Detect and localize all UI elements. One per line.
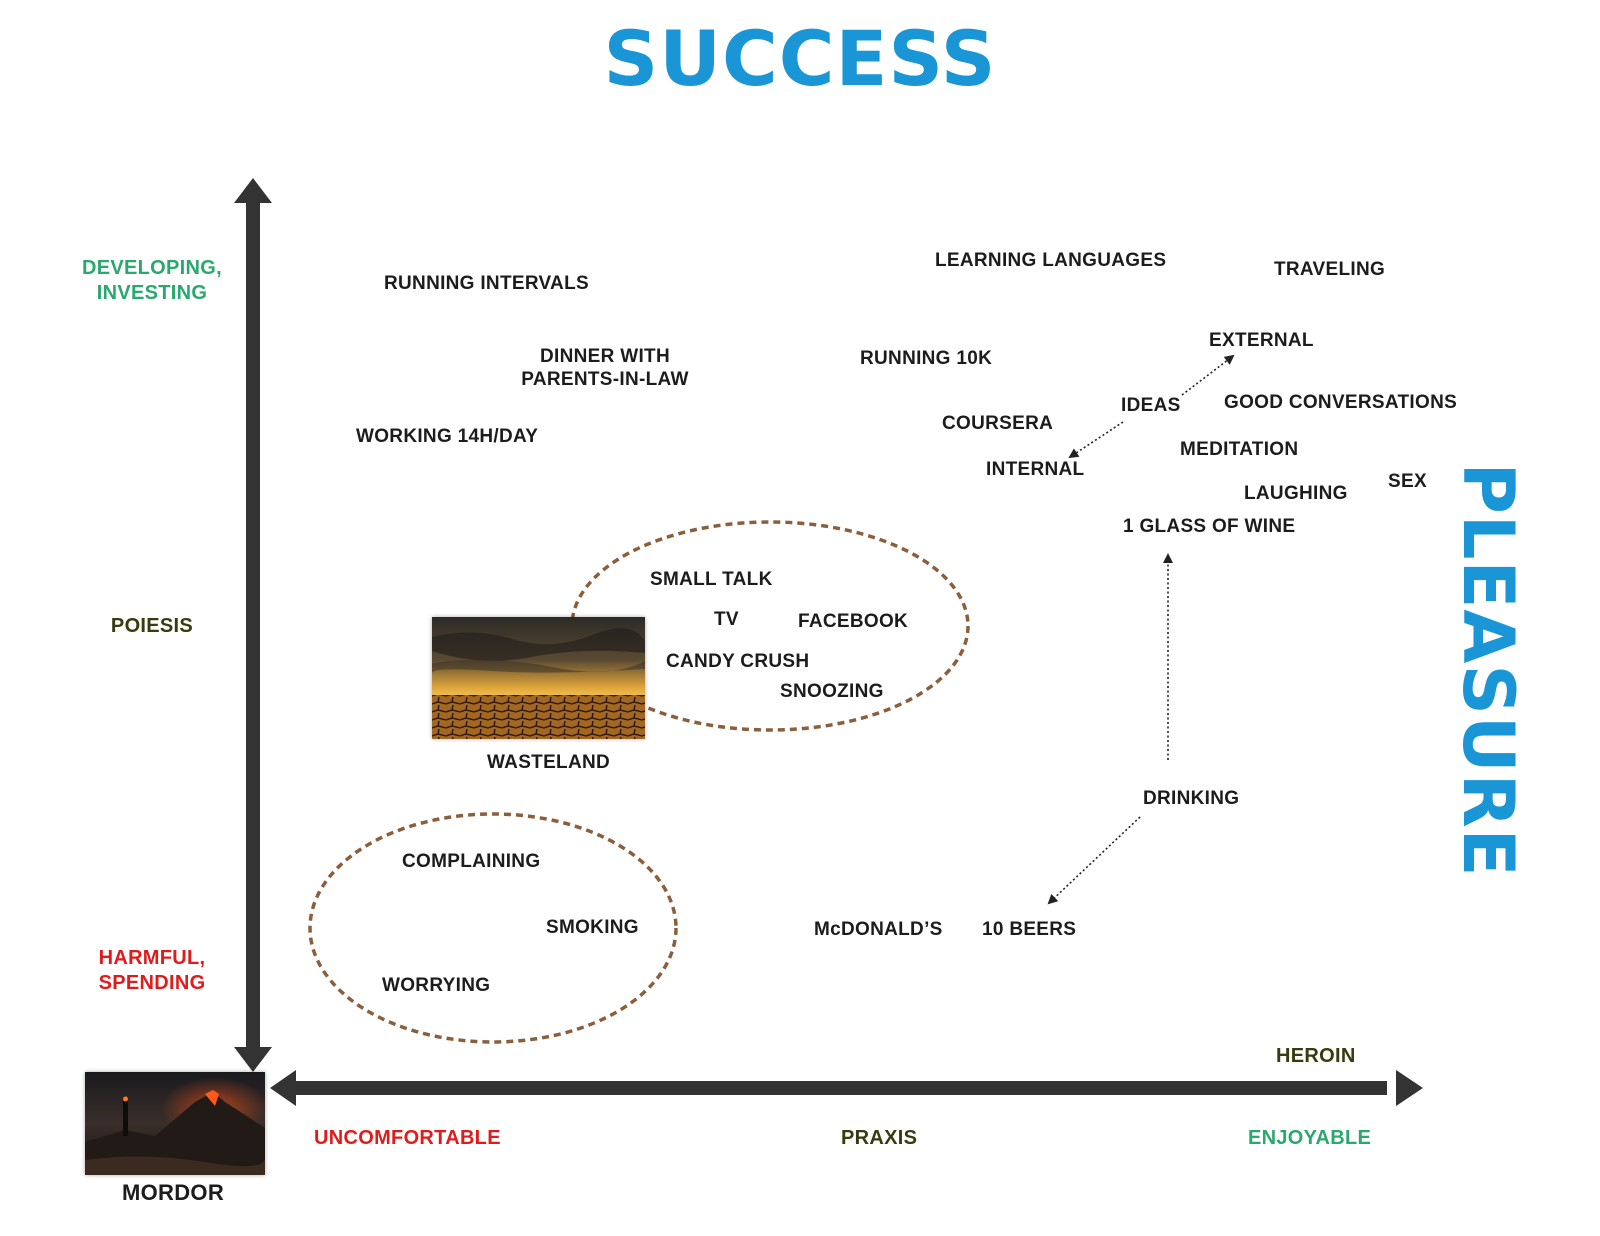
item-coursera: COURSERA: [942, 413, 1054, 434]
item-10-beers: 10 BEERS: [982, 919, 1077, 940]
ideas-to-external-arrow: [1181, 354, 1235, 396]
item-laughing: LAUGHING: [1244, 483, 1348, 504]
item-facebook: FACEBOOK: [798, 611, 909, 632]
x-axis-arrow: [270, 1070, 1423, 1106]
item-mcdonalds: McDONALD’S: [814, 919, 943, 940]
item-sex: SEX: [1388, 471, 1427, 492]
side-title: PLEASURE: [1447, 462, 1529, 878]
item-snoozing: SNOOZING: [780, 681, 884, 702]
ideas-to-internal-arrow: [1068, 421, 1124, 459]
mordor-caption: MORDOR: [122, 1180, 225, 1205]
y-axis-bottom-label: HARMFUL, SPENDING: [98, 947, 206, 994]
item-good-conversations: GOOD CONVERSATIONS: [1224, 392, 1458, 413]
item-external: EXTERNAL: [1209, 330, 1314, 351]
item-smoking: SMOKING: [546, 917, 639, 938]
item-complaining: COMPLAINING: [402, 851, 541, 872]
y-axis-arrow: [234, 178, 272, 1072]
item-candy-crush: CANDY CRUSH: [666, 651, 810, 672]
y-axis-top-label: DEVELOPING, INVESTING: [82, 257, 222, 304]
diagram-title: SUCCESS: [603, 14, 997, 103]
y-axis-middle-label: POIESIS: [110, 615, 194, 637]
item-running-10k: RUNNING 10K: [860, 348, 993, 369]
item-worrying: WORRYING: [382, 975, 491, 996]
item-traveling: TRAVELING: [1274, 259, 1386, 280]
item-running-intervals: RUNNING INTERVALS: [384, 273, 589, 294]
mordor-image: [85, 1072, 265, 1175]
x-axis-right-label: ENJOYABLE: [1248, 1127, 1372, 1149]
x-axis-middle-label: PRAXIS: [841, 1127, 918, 1149]
x-axis-left-label: UNCOMFORTABLE: [314, 1127, 501, 1149]
item-drinking: DRINKING: [1143, 788, 1240, 809]
item-internal: INTERNAL: [986, 459, 1085, 480]
x-axis-end-label: HEROIN: [1276, 1045, 1356, 1067]
drinking-to-beers-arrow: [1047, 816, 1141, 905]
item-dinner-with-parents-in-law: DINNER WITH PARENTS-IN-LAW: [521, 346, 689, 390]
item-glass-of-wine: 1 GLASS OF WINE: [1123, 516, 1296, 537]
item-ideas: IDEAS: [1121, 395, 1181, 416]
wasteland-caption: WASTELAND: [487, 752, 611, 773]
item-tv: TV: [714, 609, 739, 630]
harmful-zone-ellipse: [308, 812, 678, 1044]
item-small-talk: SMALL TALK: [650, 569, 773, 590]
wasteland-image: [432, 617, 645, 739]
item-working-14h: WORKING 14H/DAY: [356, 426, 539, 447]
item-meditation: MEDITATION: [1180, 439, 1299, 460]
item-learning-languages: LEARNING LANGUAGES: [935, 250, 1167, 271]
